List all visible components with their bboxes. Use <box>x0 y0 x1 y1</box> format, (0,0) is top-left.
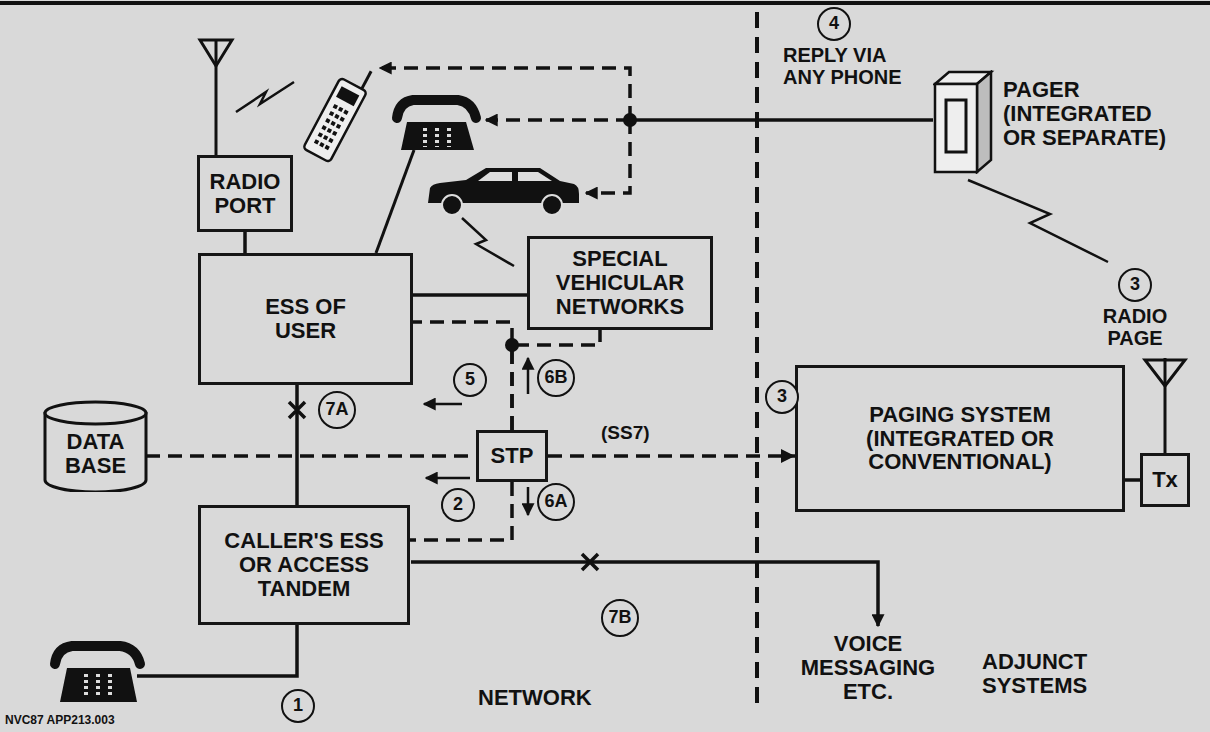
desk-phone-icon <box>397 100 476 150</box>
step-arrow <box>527 487 530 515</box>
voice-message-arrow <box>411 562 878 626</box>
process-box: RADIO PORT <box>197 155 293 232</box>
node-label: Tx <box>1152 468 1178 492</box>
node-label: RADIO PORT <box>205 170 285 218</box>
phone-keys <box>96 674 100 698</box>
trunk-link <box>243 232 247 253</box>
figure-code: NVC87 APP213.003 <box>5 714 115 727</box>
antenna-head <box>200 40 232 66</box>
phone-antenna <box>362 71 371 89</box>
process-box: SPECIAL VEHICULAR NETWORKS <box>527 236 713 330</box>
callout-number: 4 <box>817 7 851 41</box>
phone-keys <box>447 128 451 147</box>
transmitter-box: Tx <box>1140 453 1190 507</box>
cordless-phone-icon <box>303 60 376 162</box>
callout-number: 7B <box>601 599 639 637</box>
junction-dot <box>505 338 519 352</box>
callout-number: 6A <box>537 483 575 521</box>
signal-transfer-box: STP <box>476 430 548 482</box>
signal-link <box>410 482 512 540</box>
reply-arrow <box>380 68 630 120</box>
node-label: CALLER'S ESS OR ACCESS TANDEM <box>212 529 397 600</box>
phone-handset <box>397 100 476 118</box>
pager-window <box>946 100 966 152</box>
top-rule <box>0 1 1210 5</box>
phone-keys <box>84 674 88 698</box>
node-label: DATA BASE <box>57 414 135 478</box>
endpoint-label: VOICE MESSAGING ETC. <box>798 632 938 705</box>
desk-phone-icon <box>55 646 140 702</box>
cut-mark <box>582 554 598 570</box>
signal-link <box>146 454 476 458</box>
callout-number: 3 <box>765 380 799 414</box>
antenna-symbol <box>1145 358 1185 453</box>
node-label: SPECIAL VEHICULAR NETWORKS <box>540 247 700 318</box>
callout-number: 2 <box>441 488 475 522</box>
pager-icon <box>933 70 995 174</box>
cylinder-top <box>45 402 146 424</box>
antenna-head <box>1145 360 1185 386</box>
callout-number: 1 <box>281 689 315 723</box>
car-wheel <box>442 195 462 215</box>
phone-screen <box>336 86 359 106</box>
phone-wire <box>137 625 297 676</box>
junction-dot <box>623 113 637 127</box>
car-window <box>518 172 552 181</box>
radio-link-bolt <box>968 180 1108 262</box>
trunk-link <box>295 385 299 505</box>
phone-keys <box>108 674 112 698</box>
process-box: PAGING SYSTEM (INTEGRATED OR CONVENTIONA… <box>795 365 1125 512</box>
step-arrow <box>426 477 470 480</box>
antenna-mast <box>1164 358 1167 453</box>
reply-arrow <box>586 120 630 193</box>
switch-box: ESS OF USER <box>198 253 413 385</box>
node-label: PAGER (INTEGRATED OR SEPARATE) <box>1003 78 1186 149</box>
antenna-symbol <box>200 40 232 155</box>
phone-keys <box>435 128 439 147</box>
callout-number: 5 <box>453 363 487 397</box>
switch-box: CALLER'S ESS OR ACCESS TANDEM <box>198 505 410 625</box>
phone-base <box>60 668 137 702</box>
node-label: ESS OF USER <box>256 295 356 343</box>
antenna-mast <box>215 40 218 155</box>
signal-link <box>512 330 600 430</box>
reply-line <box>630 118 933 122</box>
phone-handset <box>55 646 140 664</box>
car-wheel <box>542 195 562 215</box>
car-window <box>478 172 512 181</box>
radio-link-bolt <box>236 82 294 112</box>
node-label: PAGING SYSTEM (INTEGRATED OR CONVENTIONA… <box>855 403 1065 474</box>
car-icon <box>428 168 579 215</box>
phone-wire <box>376 150 414 253</box>
trunk-link <box>1125 478 1140 482</box>
region-label: ADJUNCT SYSTEMS <box>982 650 1097 698</box>
reply-note: REPLY VIA ANY PHONE <box>783 44 923 88</box>
reply-arrow <box>486 118 630 122</box>
callout-number: 7A <box>318 391 356 429</box>
phone-body <box>303 78 367 163</box>
cut-mark <box>289 402 305 418</box>
radio-link-bolt <box>462 218 514 266</box>
pager-front <box>935 84 977 172</box>
trunk-link <box>413 293 527 297</box>
domain-divider <box>755 12 759 712</box>
pager-side <box>977 72 991 172</box>
signal-link <box>413 322 512 430</box>
region-label: NETWORK <box>478 686 592 710</box>
callout-number: 6B <box>537 359 575 397</box>
link-note: RADIO PAGE <box>1095 305 1175 349</box>
step-arrow <box>527 358 530 394</box>
phone-base <box>401 122 474 150</box>
phone-keys <box>423 128 427 147</box>
link-label: (SS7) <box>598 422 653 444</box>
step-arrow <box>424 403 462 406</box>
node-label: STP <box>491 444 534 468</box>
pager-unit: PAGER (INTEGRATED OR SEPARATE) <box>933 70 995 174</box>
callout-number: 3 <box>1118 268 1152 302</box>
storage-cylinder: DATA BASE <box>43 400 148 492</box>
signal-link <box>548 454 795 458</box>
phone-keys <box>326 110 347 149</box>
